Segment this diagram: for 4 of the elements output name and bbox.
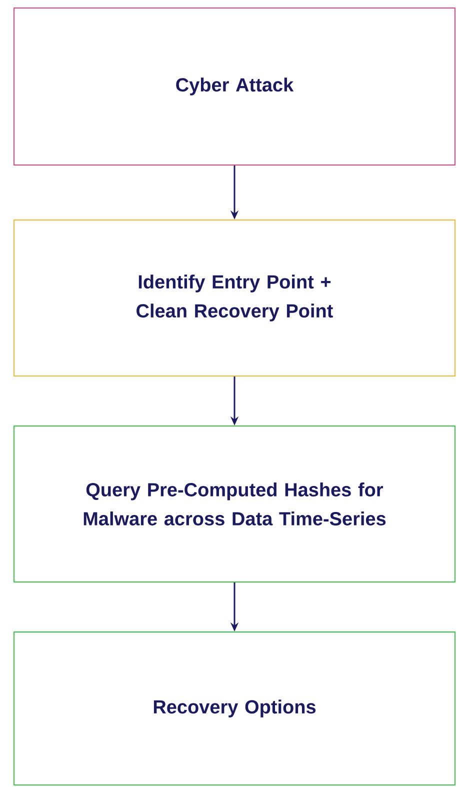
process-box: Identify Entry Point + Clean Recovery Point bbox=[14, 220, 456, 376]
process-box: Recovery Options bbox=[14, 632, 456, 786]
process-box: Query Pre-Computed Hashes for Malware across Data Time-Series bbox=[14, 426, 456, 582]
process-box: Cyber Attack bbox=[14, 8, 456, 166]
